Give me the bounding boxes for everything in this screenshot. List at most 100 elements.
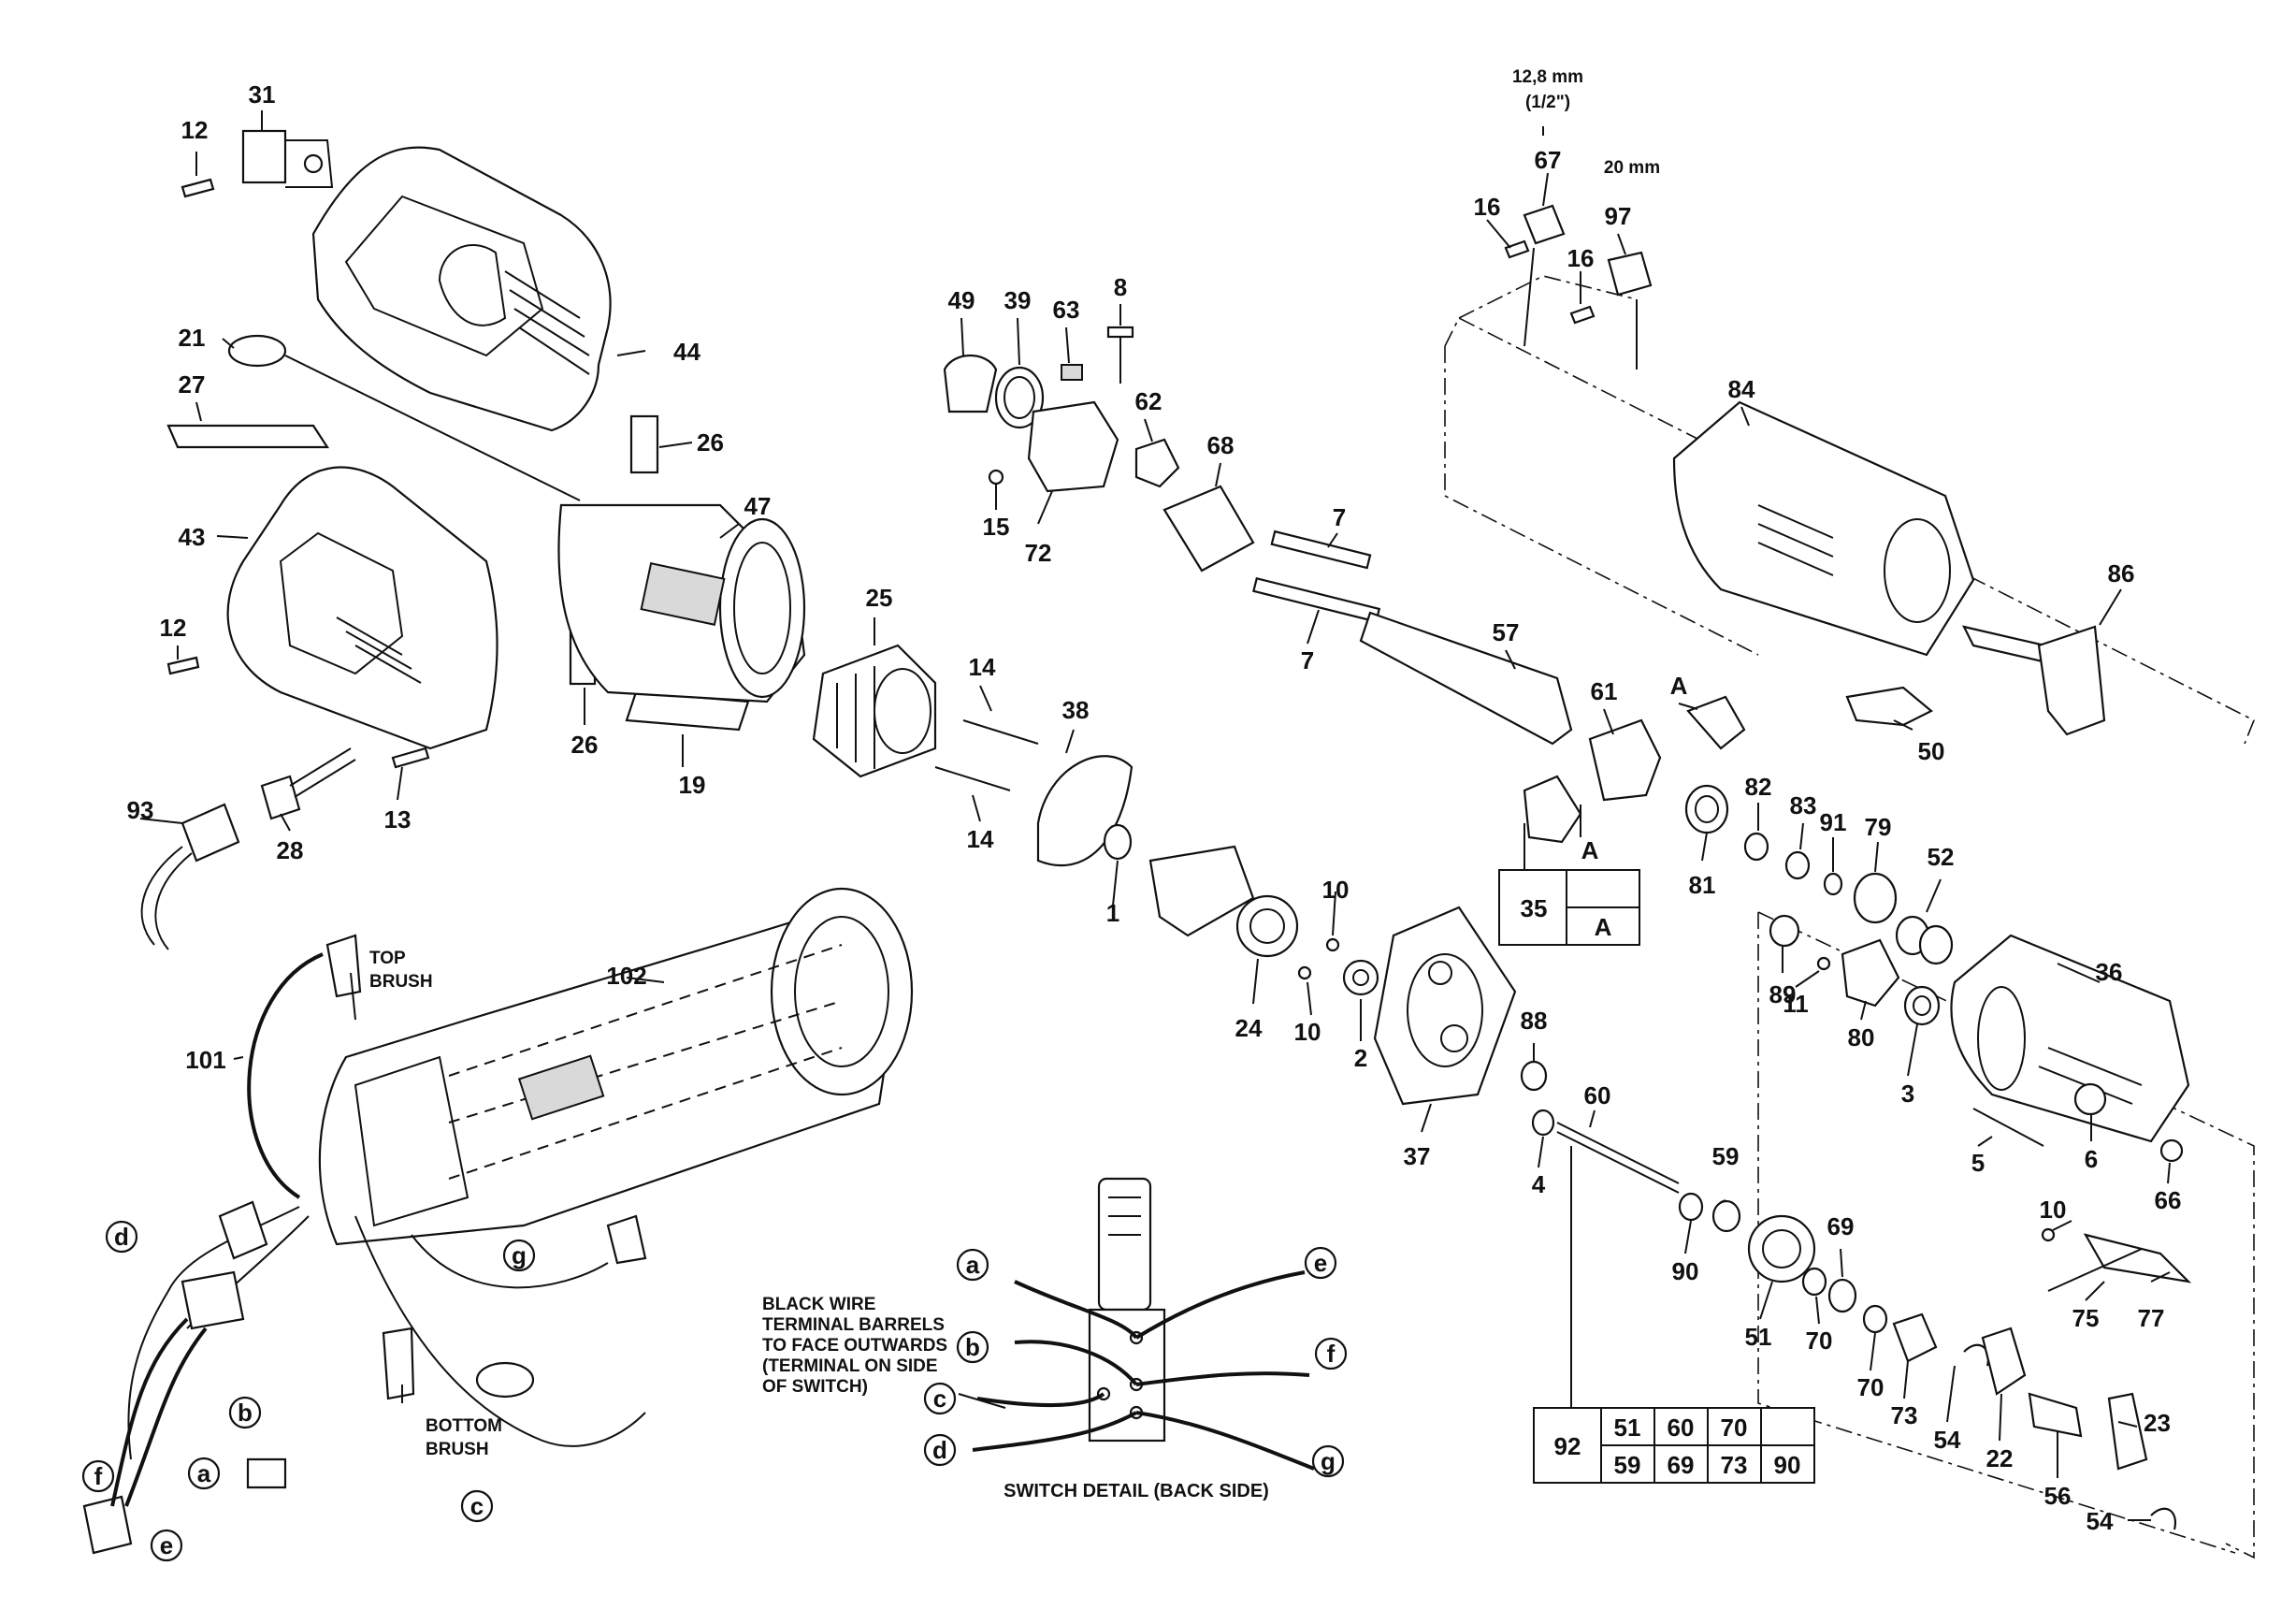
label-63: 63	[1053, 296, 1080, 324]
plug	[82, 1495, 133, 1555]
spindle-57	[1359, 611, 1573, 746]
wiring-housing	[82, 887, 914, 1555]
label-1: 1	[1106, 899, 1119, 927]
label-26b: 26	[571, 731, 599, 759]
part-numbers: 12 31 44 21 27 26 43 12 47 25 14 38 14 2…	[127, 80, 2182, 1535]
screw-11	[1816, 956, 1831, 971]
label-2: 2	[1354, 1044, 1367, 1072]
top-brush-line2: BRUSH	[369, 972, 433, 992]
switch-tag-d	[923, 1433, 957, 1467]
part-68	[1162, 485, 1255, 573]
part-70b	[1862, 1304, 1888, 1334]
plate-38	[1036, 755, 1134, 867]
label-12a: 12	[181, 116, 209, 144]
label-23: 23	[2144, 1409, 2171, 1437]
switch-caption: SWITCH DETAIL (BACK SIDE)	[1004, 1481, 1269, 1501]
wire-tag-b	[228, 1396, 262, 1429]
label-16b: 16	[1567, 244, 1595, 272]
label-66: 66	[2155, 1186, 2182, 1214]
screw-12b	[166, 656, 200, 675]
svg-text:g: g	[512, 1241, 527, 1269]
bearing-1	[1103, 823, 1133, 861]
assembly-frames	[1444, 275, 2256, 1559]
part-23	[2107, 1392, 2148, 1471]
kit-92-r2c2: 69	[1668, 1451, 1695, 1479]
kit-92-r1c2: 60	[1668, 1414, 1695, 1442]
part-49	[943, 355, 998, 413]
cord-parts	[140, 747, 356, 950]
label-54a: 54	[1934, 1426, 1961, 1454]
label-21: 21	[179, 324, 206, 352]
svg-text:e: e	[160, 1531, 173, 1559]
size-67-line1: 12,8 mm	[1512, 67, 1583, 87]
nose-housing-84	[1504, 204, 2106, 736]
wire-tag-g	[502, 1239, 536, 1272]
kit-35-id: 35	[1521, 894, 1548, 922]
label-16a: 16	[1474, 193, 1501, 221]
pin-75	[2047, 1248, 2143, 1292]
label-54b: 54	[2087, 1507, 2114, 1535]
label-22: 22	[1986, 1444, 2014, 1472]
label-14b: 14	[967, 825, 994, 853]
field-assembly	[812, 644, 1379, 996]
part-56	[2028, 1392, 2083, 1438]
label-37: 37	[1404, 1142, 1431, 1170]
label-67: 67	[1535, 146, 1562, 174]
kit-92-table: 92 51 60 70 59 69 73 90	[1533, 1146, 1815, 1484]
part-83	[1784, 850, 1811, 880]
label-5: 5	[1971, 1149, 1985, 1177]
svg-text:f: f	[1327, 1340, 1336, 1368]
label-75: 75	[2072, 1304, 2100, 1332]
screw-14a	[962, 719, 1039, 745]
kit-92-r2c3: 73	[1721, 1451, 1748, 1479]
kit-35-table: 35 A A	[1498, 805, 1640, 946]
connector-g	[606, 1214, 647, 1265]
part-6	[2073, 1082, 2107, 1116]
part-89	[1769, 914, 1800, 948]
label-A: A	[1670, 672, 1688, 700]
svg-text:c: c	[933, 1385, 946, 1413]
plate-72	[1027, 400, 1119, 493]
switch-31	[241, 129, 287, 184]
note-line2: TERMINAL BARRELS	[762, 1315, 945, 1335]
rod-7a	[1270, 529, 1372, 570]
label-38: 38	[1062, 696, 1090, 724]
switch-detail	[958, 1177, 1315, 1471]
bottom-brush-line2: BRUSH	[426, 1440, 489, 1459]
label-93: 93	[127, 796, 154, 824]
gear-train	[1520, 1060, 2192, 1530]
label-72: 72	[1025, 539, 1052, 567]
part-52b	[1918, 924, 1954, 965]
svg-text:a: a	[966, 1251, 980, 1279]
label-15: 15	[983, 513, 1010, 541]
leader-lines	[139, 110, 2171, 1521]
kit-92-r2c4: 90	[1774, 1451, 1801, 1479]
rear-handle-housing	[166, 129, 659, 501]
label-10a: 10	[1322, 876, 1350, 904]
part-A-upper	[1686, 695, 1746, 750]
label-56: 56	[2044, 1482, 2072, 1510]
note-line4: (TERMINAL ON SIDE	[762, 1356, 938, 1376]
label-7b: 7	[1301, 646, 1314, 674]
svg-text:f: f	[94, 1462, 103, 1490]
part-79	[1853, 872, 1898, 924]
wire-tag-d	[105, 1220, 138, 1254]
size-67-line2: (1/2")	[1525, 93, 1570, 112]
cord-93	[181, 803, 240, 863]
part-91	[1823, 872, 1843, 896]
part-66	[2159, 1138, 2184, 1163]
part-82	[1743, 832, 1769, 862]
ring-54b	[2150, 1507, 2177, 1530]
label-27	[166, 424, 330, 449]
label-28: 28	[277, 836, 304, 864]
wire-tag-e	[150, 1529, 183, 1562]
label-13: 13	[384, 805, 412, 834]
part-88	[1520, 1060, 1548, 1092]
handle-housing-43	[166, 466, 750, 769]
wire-tag-c	[460, 1489, 494, 1523]
screw-13	[391, 747, 430, 769]
size-notes: 12,8 mm (1/2") 20 mm	[1512, 67, 1660, 178]
label-7a: 7	[1333, 503, 1346, 531]
label-90: 90	[1672, 1257, 1699, 1285]
part-22	[1981, 1327, 2027, 1396]
